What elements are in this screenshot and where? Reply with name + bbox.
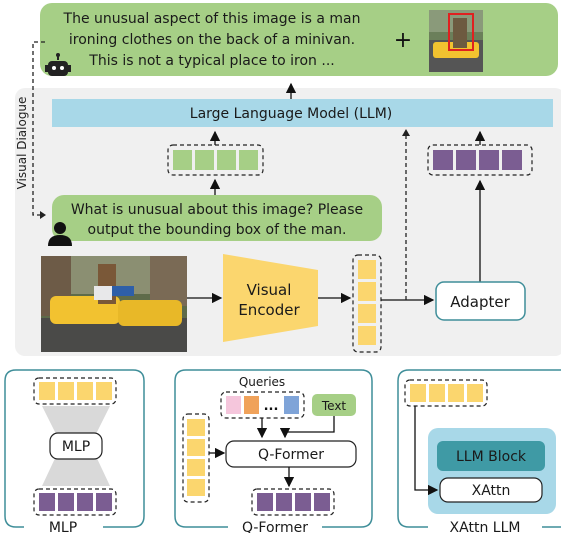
question-line-1: What is unusual about this image? Please [71, 202, 363, 218]
mlp-input-tokens [33, 377, 117, 405]
mlp-caption: MLP [49, 520, 77, 533]
bounding-box [448, 13, 474, 51]
queries-label: Queries [239, 375, 285, 389]
robot-icon [45, 53, 71, 76]
llm-box [52, 99, 553, 127]
adapter-label: Adapter [450, 293, 510, 311]
visual-token-group [427, 144, 533, 176]
plus-sign: + [394, 28, 412, 53]
dialogue-loop-line [32, 41, 45, 216]
person-icon [48, 222, 72, 246]
mlp-block-label: MLP [62, 439, 90, 455]
mlp-panel [4, 369, 145, 528]
text-to-qformer-arrow [279, 416, 335, 439]
mlp-output-tokens [33, 488, 117, 516]
llm-block [437, 441, 545, 471]
response-bubble [40, 3, 558, 76]
tokens-to-xattn-arrow [414, 406, 439, 496]
mlp-block [49, 432, 103, 460]
qformer-panel [174, 369, 373, 528]
side-label: Visual Dialogue [15, 97, 29, 190]
qformer-caption: Q-Former [242, 520, 308, 533]
qformer-block-label: Q-Former [258, 447, 324, 463]
response-line-3: This is not a typical place to iron ... [88, 53, 334, 69]
qformer-output-tokens [251, 488, 335, 516]
encoder-line-1: Visual [247, 281, 292, 299]
adapter-box [435, 281, 526, 321]
xattn-block [439, 477, 543, 503]
visual-encoder [223, 254, 318, 342]
response-line-2: ironing clothes on the back of a minivan… [69, 32, 355, 48]
xattn-panel [397, 369, 561, 528]
qformer-block [225, 440, 357, 468]
question-line-2: output the bounding box of the man. [88, 222, 347, 238]
response-line-1: The unusual aspect of this image is a ma… [63, 11, 361, 27]
llm-block-label: LLM Block [456, 449, 527, 465]
visual-feature-tokens [352, 254, 382, 353]
query-ellipsis: ... [264, 399, 279, 414]
xattn-input-tokens [404, 379, 488, 407]
question-bubble [52, 195, 382, 241]
text-token-label: Text [321, 399, 347, 413]
text-token [312, 394, 356, 416]
query-tokens [220, 391, 305, 419]
output-image-thumbnail [429, 10, 483, 72]
xattn-caption: XAttn LLM [450, 520, 521, 533]
input-image [41, 256, 187, 352]
llm-label: Large Language Model (LLM) [190, 106, 392, 122]
xattn-block-label: XAttn [472, 483, 511, 499]
qformer-input-tokens [182, 413, 210, 503]
encoder-line-2: Encoder [238, 301, 300, 319]
